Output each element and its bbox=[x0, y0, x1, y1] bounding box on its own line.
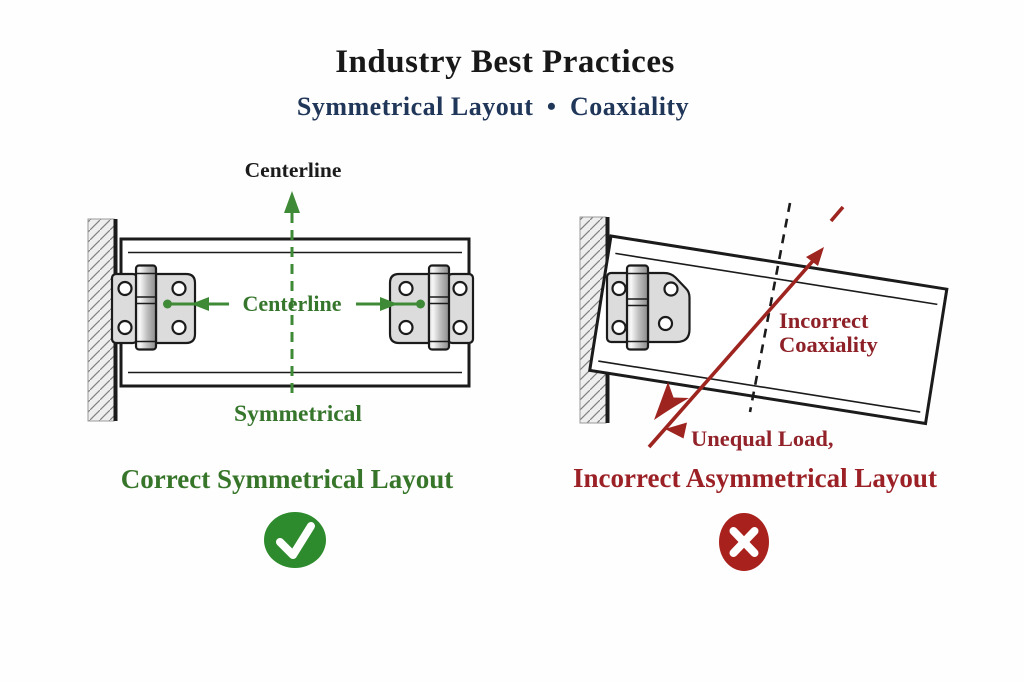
right-hinge bbox=[605, 264, 691, 351]
page-subtitle: Symmetrical Layout • Coaxiality bbox=[296, 92, 690, 121]
centerline-right-arrow bbox=[356, 297, 425, 311]
misaligned-axis-line bbox=[647, 205, 845, 449]
right-diagram-caption: Incorrect Asymmetrical Layout bbox=[573, 463, 937, 493]
page-title: Industry Best Practices bbox=[335, 44, 675, 80]
incorrect-coaxiality-line2: Coaxiality bbox=[779, 331, 878, 357]
left-hinge bbox=[110, 264, 197, 351]
centerline-dashed-line bbox=[284, 191, 300, 400]
left-diagram-caption: Correct Symmetrical Layout bbox=[120, 464, 454, 494]
centerline-mid-label: Centerline bbox=[242, 291, 342, 316]
incorrect-coaxiality-line1: Incorrect bbox=[779, 308, 869, 333]
check-icon bbox=[264, 512, 326, 568]
left-wall bbox=[87, 218, 118, 422]
right-hinge-of-left-diagram bbox=[388, 264, 475, 351]
unequal-load-label: Unequal Load, bbox=[691, 426, 834, 451]
label-pointer-arrow-icon bbox=[665, 422, 687, 439]
centerline-up-arrow-icon bbox=[284, 191, 300, 213]
symmetrical-label: Symmetrical bbox=[234, 401, 362, 427]
axis-up-arrow-icon bbox=[806, 247, 824, 266]
x-icon bbox=[719, 513, 769, 571]
centerline-left-arrow bbox=[163, 297, 229, 311]
true-axis-dashed-line bbox=[748, 202, 792, 413]
incorrect-coaxiality-label: Incorrect Coaxiality bbox=[779, 309, 878, 356]
centerline-top-label: Centerline bbox=[244, 158, 342, 182]
load-arrowhead-icon bbox=[654, 382, 689, 420]
